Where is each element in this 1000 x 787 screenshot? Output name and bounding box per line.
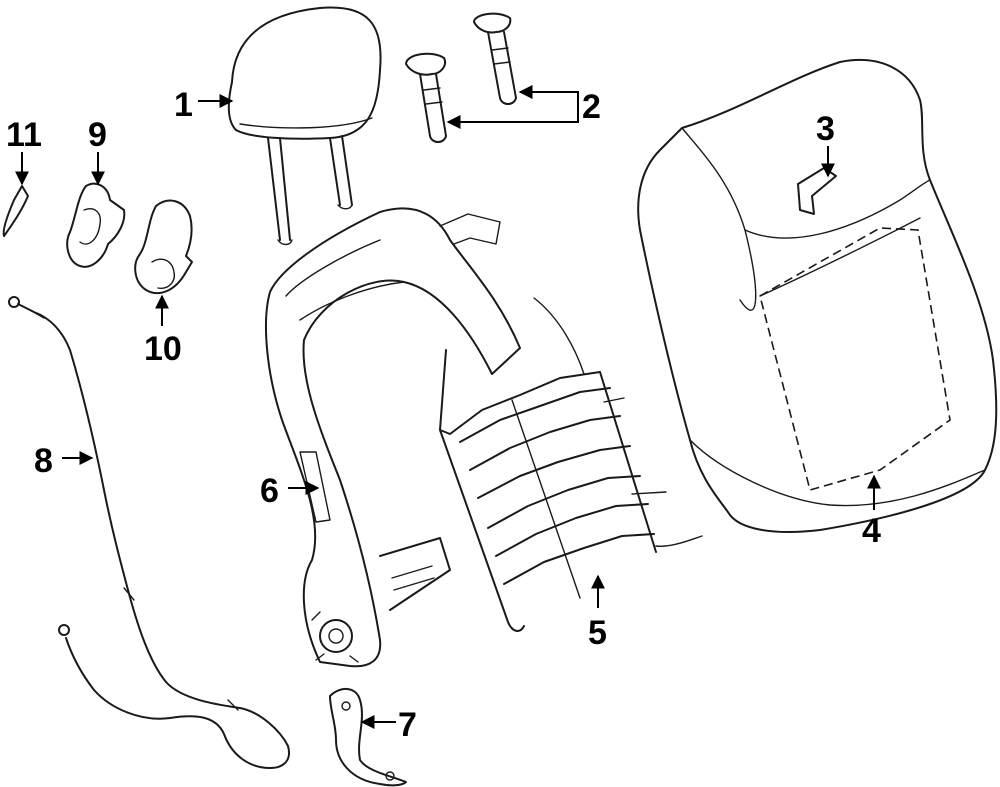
part-headrest — [227, 6, 382, 246]
callout-7: 7 — [398, 706, 417, 744]
leader-lines — [15, 85, 881, 729]
part-clip — [2, 185, 29, 237]
part-bracket — [329, 688, 407, 787]
callout-labels: 1 2 3 4 5 6 7 8 9 10 11 — [6, 86, 881, 744]
callout-8: 8 — [34, 442, 53, 480]
part-handle-trim — [134, 199, 193, 295]
part-headrest-guides — [405, 12, 517, 143]
part-seat-back-frame — [265, 207, 521, 668]
part-release-cable — [8, 296, 290, 769]
callout-9: 9 — [88, 116, 107, 154]
callout-6: 6 — [260, 472, 279, 510]
callout-5: 5 — [588, 614, 607, 652]
part-recliner-handle — [66, 182, 126, 268]
callout-3: 3 — [816, 110, 835, 148]
callout-10: 10 — [144, 330, 182, 368]
callout-2: 2 — [582, 88, 601, 126]
callout-4: 4 — [862, 512, 881, 550]
part-spring-mat — [439, 297, 703, 632]
callout-1: 1 — [174, 86, 193, 124]
callout-11: 11 — [6, 116, 42, 154]
